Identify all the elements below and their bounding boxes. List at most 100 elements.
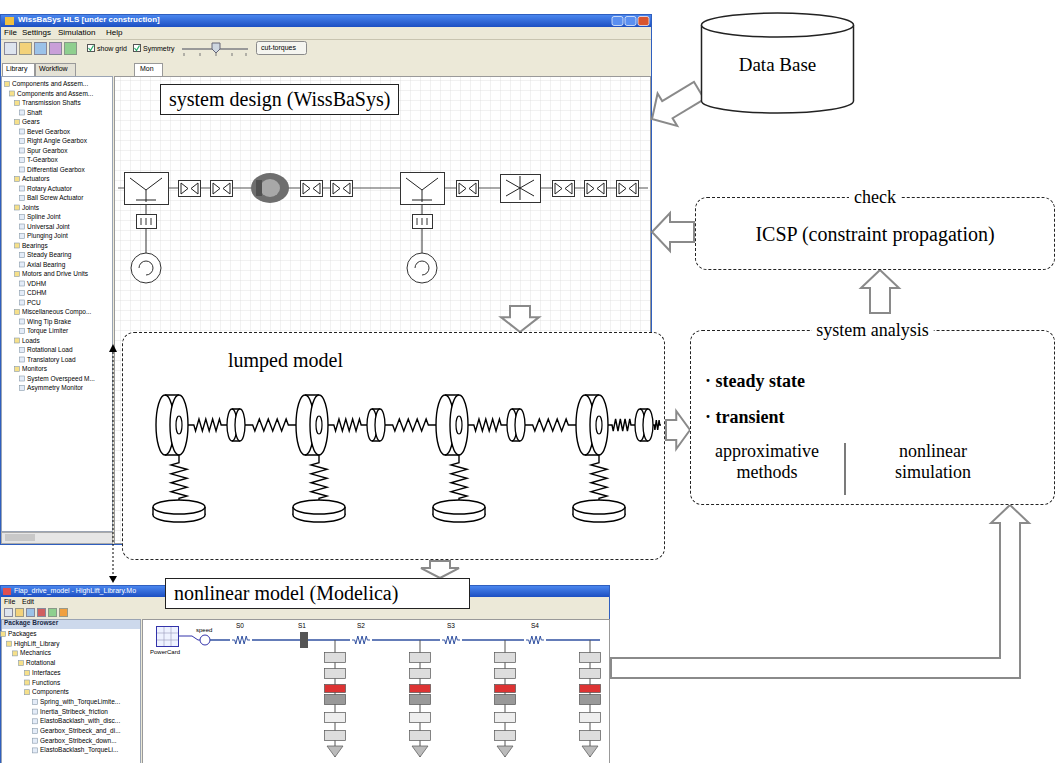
actuator-column — [325, 713, 346, 723]
modelica-diagram — [200, 635, 210, 645]
arrow-head — [991, 505, 1029, 523]
actuator-column — [410, 653, 431, 663]
diagram-label: S2 — [357, 623, 365, 630]
wissbasys-window — [1, 39, 651, 40]
joint-symbol — [211, 181, 233, 197]
modelica-diagram — [526, 636, 544, 644]
tree-item: ElastoBacklash_TorqueLi... — [40, 747, 118, 754]
wissbasys-window — [36, 64, 76, 77]
button-label: cut-torques — [261, 44, 296, 51]
tree-item: Wing Tip Brake — [27, 319, 71, 326]
tree-icon — [25, 680, 30, 685]
modelica-diagram — [300, 632, 308, 648]
drivetrain-schematic — [118, 173, 648, 284]
tree-item: HighLift_Library — [14, 641, 60, 648]
tree-icon — [20, 148, 25, 153]
inertia-disc — [310, 395, 328, 455]
joint-symbol — [619, 183, 636, 194]
wissbasys-window — [89, 46, 94, 51]
tree-item: Bevel Gearbox — [27, 129, 70, 136]
tree-item: ElastoBacklash_with_disc... — [40, 718, 120, 725]
drivetrain-schematic — [413, 215, 433, 229]
tree-item: Gearbox_Stribeck_and_di... — [40, 728, 121, 735]
tree-item: Spline Joint — [27, 214, 61, 221]
modelica-window — [49, 609, 57, 617]
lumped-mass-model — [385, 419, 436, 431]
tree-item: Packages — [8, 631, 37, 638]
actuator-column — [410, 669, 431, 679]
tree-icon — [20, 319, 25, 324]
lumped-mass-model — [188, 419, 227, 431]
tree-item: Plunging Joint — [27, 233, 68, 240]
tree-icon — [20, 291, 25, 296]
caption-box: system design (WissBaSys) — [160, 84, 399, 115]
diagram-label: PowerCard — [150, 649, 180, 655]
dotted-link — [109, 576, 117, 583]
box-heading: lumped model — [228, 349, 343, 372]
check-box: checkICSP (constraint propagation) — [695, 197, 1055, 270]
wissbasys-window — [135, 46, 140, 51]
tree-item: Transmission Shafts — [22, 100, 81, 107]
menu-item: Simulation — [58, 29, 95, 37]
tree-icon — [33, 699, 38, 704]
inertia-disc — [156, 395, 188, 455]
block-arrow — [652, 90, 700, 126]
actuator-column — [327, 746, 343, 757]
joint-symbol — [457, 181, 479, 197]
diagram-label: S0 — [236, 623, 244, 630]
tree-icon — [15, 120, 20, 125]
wissbasys-window — [2, 533, 113, 544]
actuator-column — [495, 685, 516, 693]
tree-icon — [20, 281, 25, 286]
tree-item: VDHM — [27, 281, 46, 288]
tree-icon — [15, 338, 20, 343]
menu-item: Edit — [22, 598, 34, 605]
tree-item: Motors and Drive Units — [22, 271, 88, 278]
tree-icon — [20, 139, 25, 144]
tree-icon — [33, 729, 38, 734]
lumped-mass-model — [245, 419, 296, 431]
database-cylinder: Data Base — [700, 12, 855, 115]
wissbasys-window — [88, 45, 95, 52]
inertia-disc — [576, 395, 608, 455]
tree-item: Interfaces — [32, 670, 61, 677]
modelica-diagram — [232, 636, 250, 644]
actuator-column — [495, 713, 516, 723]
block-arrow — [421, 560, 459, 578]
modelica-window — [3, 588, 11, 595]
arrow-body — [668, 223, 693, 241]
drivetrain-schematic — [125, 173, 169, 205]
tree-icon — [33, 748, 38, 753]
wissbasys-window — [638, 17, 649, 26]
block-arrow — [652, 213, 695, 251]
lumped-mass-model — [311, 455, 327, 506]
cylinder-outline — [702, 25, 854, 113]
menu-item: File — [4, 29, 17, 37]
inertia-disc — [507, 409, 525, 441]
drivetrain-schematic — [415, 261, 429, 275]
tree-icon — [20, 129, 25, 134]
drivetrain-schematic — [501, 175, 541, 203]
modelica-window — [27, 609, 35, 617]
tree-icon — [5, 82, 10, 87]
actuator-column — [495, 669, 516, 679]
modelica-diagram — [230, 634, 252, 646]
tree-icon — [20, 262, 25, 267]
actuator-column — [325, 669, 346, 679]
modelica-diagram — [157, 627, 179, 647]
tree-item: System Overspeed M... — [27, 376, 95, 383]
modelica-diagram — [524, 634, 546, 646]
caption-text: nonlinear model (Modelica) — [174, 582, 461, 605]
ground-disc — [573, 500, 625, 522]
tree-item: Components — [32, 689, 69, 696]
divider-line — [844, 443, 845, 495]
joint-symbol — [459, 183, 476, 194]
tree-icon — [15, 101, 20, 106]
drivetrain-schematic — [137, 215, 157, 229]
lumped-mass-model — [171, 455, 187, 506]
arrow-outline — [610, 523, 1010, 668]
tree-item: Asymmetry Monitor — [27, 385, 83, 392]
actuator-column — [580, 713, 601, 723]
